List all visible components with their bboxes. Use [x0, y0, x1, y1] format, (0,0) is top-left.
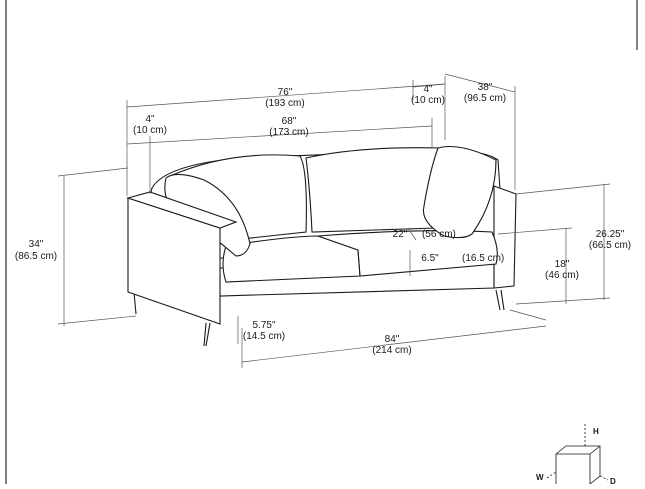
overall-width-metric: (193 cm): [265, 98, 304, 109]
axis-h-label: H: [593, 427, 599, 436]
leg-front-right: [495, 289, 505, 311]
cushion-thickness-metric: (16.5 cm): [462, 253, 504, 264]
depth-metric: (96.5 cm): [464, 93, 506, 104]
dimension-lines: [57, 73, 611, 368]
overall-height-imperial: 34": [29, 239, 44, 250]
overall-height-metric: (86.5 cm): [15, 251, 57, 262]
dimension-labels: 76" (193 cm) 4" (10 cm) 38" (96.5 cm) 4"…: [15, 82, 631, 356]
seat-height-metric: (46 cm): [545, 270, 579, 281]
leg-front-left: [203, 322, 211, 347]
inner-width-metric: (173 cm): [269, 127, 308, 138]
cushion-thickness-imperial: 6.5": [421, 253, 439, 264]
leg-height-imperial: 5.75": [252, 320, 275, 331]
seat-depth-metric: (56 cm): [422, 229, 456, 240]
sofa-drawing: [126, 145, 517, 347]
seat-depth-imperial: 22": [393, 229, 408, 240]
axis-w-label: W: [536, 473, 544, 482]
cushion-seam: [357, 249, 361, 277]
back-height-metric: (66.5 cm): [589, 240, 631, 251]
throw-pillow-right: [422, 145, 497, 239]
arm-width-left-imperial: 4": [145, 114, 155, 125]
right-arm: [493, 185, 517, 289]
diagonal-length-metric: (214 cm): [372, 345, 411, 356]
seat-height-imperial: 18": [555, 259, 570, 270]
leg-back-left: [133, 291, 137, 315]
axis-d-label: D: [610, 477, 616, 484]
axis-cube-front: [555, 445, 601, 484]
axis-d-line: [599, 475, 609, 481]
axis-w-line: [546, 471, 557, 479]
arm-width-right-imperial: 4": [423, 84, 433, 95]
arm-width-left-metric: (10 cm): [133, 125, 167, 136]
leg-height-metric: (14.5 cm): [243, 331, 285, 342]
diagonal-length-imperial: 84": [385, 334, 400, 345]
arm-width-right-metric: (10 cm): [411, 95, 445, 106]
seat-cushion-right: [317, 230, 498, 277]
inner-width-imperial: 68": [282, 116, 297, 127]
depth-imperial: 38": [478, 82, 493, 93]
back-height-imperial: 26.25": [596, 229, 625, 240]
overall-width-imperial: 76": [278, 87, 293, 98]
back-cushion-right: [305, 147, 444, 233]
left-arm-top: [126, 191, 238, 229]
axis-key: H W D: [536, 424, 616, 486]
